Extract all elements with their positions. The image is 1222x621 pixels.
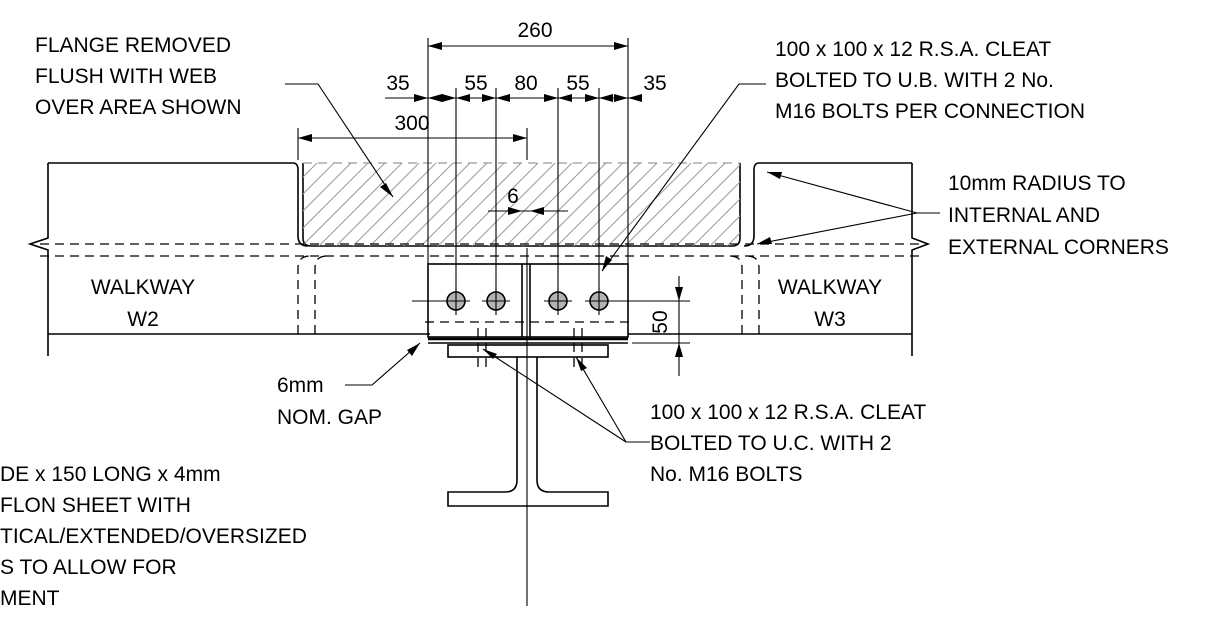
bolt-icon [585,287,613,315]
svg-text:INTERNAL AND: INTERNAL AND [948,204,1100,227]
beam-outline [27,162,931,356]
svg-text:W2: W2 [127,308,159,331]
label-teflon-sheet: DE x 150 LONG x 4mm FLON SHEET WITH TICA… [0,463,307,610]
dim-edge-right: 35 [643,72,666,95]
svg-text:FLANGE REMOVED: FLANGE REMOVED [35,34,231,57]
svg-text:100 x 100 x 12 R.S.A. CLEAT: 100 x 100 x 12 R.S.A. CLEAT [775,38,1051,61]
column-section [447,248,609,606]
svg-text:6mm: 6mm [277,374,324,397]
svg-text:M16 BOLTS PER CONNECTION: M16 BOLTS PER CONNECTION [775,100,1085,123]
bolt-icon [482,287,510,315]
dim-pitch-right: 55 [566,72,589,95]
svg-text:EXTERNAL CORNERS: EXTERNAL CORNERS [948,236,1169,259]
dim-gap: 6 [507,185,519,208]
svg-text:TICAL/EXTENDED/OVERSIZED: TICAL/EXTENDED/OVERSIZED [0,525,307,548]
label-cleat-uc: 100 x 100 x 12 R.S.A. CLEAT BOLTED TO U.… [650,401,926,486]
bolt-icon [442,287,470,315]
svg-text:NOM. GAP: NOM. GAP [277,406,382,429]
svg-text:MENT: MENT [0,587,60,610]
dim-overall: 260 [517,19,552,42]
svg-text:S TO ALLOW FOR: S TO ALLOW FOR [0,556,177,579]
svg-text:100 x 100 x 12 R.S.A. CLEAT: 100 x 100 x 12 R.S.A. CLEAT [650,401,926,424]
bolt-icon [544,287,572,315]
leader-lines [285,83,940,443]
svg-text:W3: W3 [814,308,846,331]
svg-text:OVER AREA SHOWN: OVER AREA SHOWN [35,96,242,119]
svg-text:No. M16 BOLTS: No. M16 BOLTS [650,463,803,486]
label-gap: 6mm NOM. GAP [277,374,382,429]
dimension-lines [298,42,683,376]
dim-pitch-left: 55 [464,72,487,95]
svg-text:DE x 150 LONG x 4mm: DE x 150 LONG x 4mm [0,463,221,486]
svg-text:10mm RADIUS TO: 10mm RADIUS TO [948,172,1126,195]
hidden-lines [40,243,920,372]
label-walkway-w3: WALKWAY W3 [778,276,882,331]
extension-lines [297,38,690,344]
dim-edge-left: 35 [386,72,409,95]
dim-centre: 80 [514,72,537,95]
label-flange-removed: FLANGE REMOVED FLUSH WITH WEB OVER AREA … [35,34,242,119]
hatched-removed-area [303,163,740,246]
bolt-row [412,287,632,315]
svg-text:WALKWAY: WALKWAY [778,276,882,299]
label-radius: 10mm RADIUS TO INTERNAL AND EXTERNAL COR… [948,172,1169,259]
svg-text:BOLTED TO U.B. WITH 2 No.: BOLTED TO U.B. WITH 2 No. [775,69,1054,92]
dim-removal-length: 300 [394,112,429,135]
dim-height: 50 [649,310,672,333]
label-walkway-w2: WALKWAY W2 [91,276,195,331]
svg-text:BOLTED TO U.C. WITH 2: BOLTED TO U.C. WITH 2 [650,432,892,455]
svg-text:FLUSH WITH WEB: FLUSH WITH WEB [35,65,217,88]
svg-text:WALKWAY: WALKWAY [91,276,195,299]
label-cleat-ub: 100 x 100 x 12 R.S.A. CLEAT BOLTED TO U.… [775,38,1085,123]
svg-text:FLON SHEET WITH: FLON SHEET WITH [0,494,191,517]
